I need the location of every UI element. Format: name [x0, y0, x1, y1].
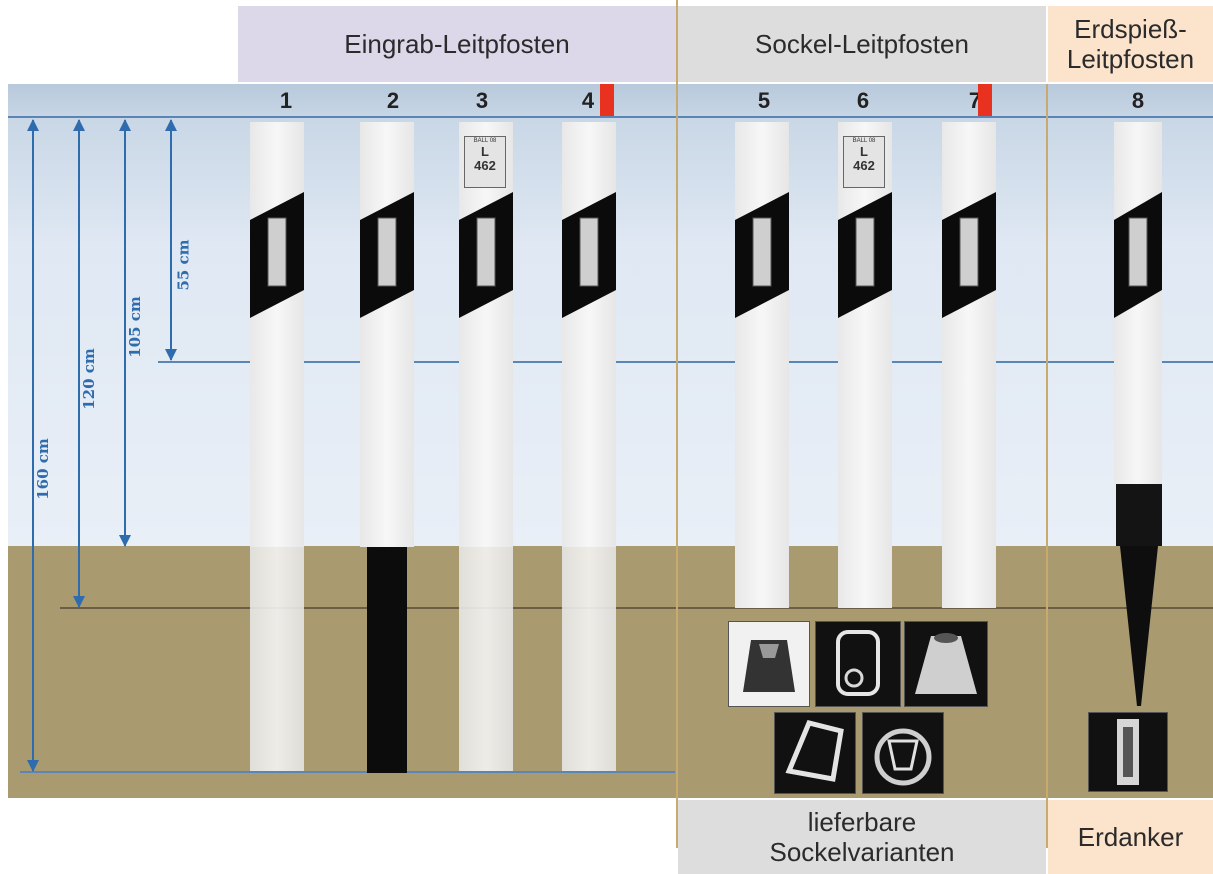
header-eingrab-leitpfosten: Eingrab-Leitpfosten	[238, 6, 676, 82]
header-sockel-label: Sockel-Leitpfosten	[755, 29, 969, 59]
dimension-120cm-arrow	[73, 119, 85, 608]
dimension-160cm-label: 160 cm	[33, 438, 52, 500]
dimension-105cm-arrow	[119, 119, 131, 547]
road-sign-letter: L	[860, 144, 868, 159]
ground-spike-socket	[1116, 484, 1162, 546]
dimension-160cm-arrow	[27, 119, 39, 772]
footer-erdanker: Erdanker	[1048, 800, 1213, 874]
post-number-8: 8	[1131, 88, 1145, 113]
road-sign-post-6: BALL 08 L 462	[843, 136, 885, 188]
dimension-105cm-label: 105 cm	[125, 296, 144, 358]
header-erdspiess-leitpfosten: Erdspieß- Leitpfosten	[1048, 6, 1213, 82]
post-4	[562, 122, 616, 547]
dimension-55cm-label: 55 cm	[174, 239, 193, 291]
post-4-underground	[562, 547, 616, 771]
post-number-6: 6	[856, 88, 870, 113]
socket-variant-thumbnail-2	[815, 621, 901, 707]
reflector-post-1	[250, 192, 304, 318]
ground-anchor-thumbnail	[1088, 712, 1168, 792]
post-number-3: 3	[475, 88, 489, 113]
post-number-2: 2	[386, 88, 400, 113]
bottom-reference-line	[20, 771, 675, 773]
footer-erdanker-label: Erdanker	[1077, 822, 1184, 852]
reflector-post-5	[735, 192, 789, 318]
header-erdspiess-label-2: Leitpfosten	[1066, 44, 1195, 74]
post-3-underground	[459, 547, 513, 771]
reflector-post-3	[459, 192, 513, 318]
divider-sockel-erdspiess	[1046, 84, 1048, 848]
header-eingrab-label: Eingrab-Leitpfosten	[344, 29, 570, 59]
dimension-120cm-label: 120 cm	[79, 348, 98, 410]
divider-eingrab-sockel	[676, 0, 678, 848]
road-sign-top-text: BALL 08	[473, 138, 497, 144]
footer-sockelvarianten-label-2: Sockelvarianten	[769, 837, 955, 867]
socket-variant-thumbnail-3	[904, 621, 988, 707]
header-sockel-leitpfosten: Sockel-Leitpfosten	[678, 6, 1046, 82]
post-1-underground	[250, 547, 304, 771]
post-number-5: 5	[757, 88, 771, 113]
post-number-4: 4	[581, 88, 595, 113]
header-erdspiess-label-1: Erdspieß-	[1074, 14, 1187, 44]
road-sign-post-3: BALL 08 L 462	[464, 136, 506, 188]
socket-variant-thumbnail-5	[862, 712, 944, 794]
dimension-55cm-arrow	[165, 119, 177, 361]
footer-sockelvarianten: lieferbare Sockelvarianten	[678, 800, 1046, 874]
road-sign-number: 462	[853, 158, 875, 173]
footer-sockelvarianten-label-1: lieferbare	[807, 807, 917, 837]
reflector-post-2	[360, 192, 414, 318]
post-2-underground	[367, 547, 407, 773]
road-sign-top-text: BALL 08	[852, 138, 876, 144]
post-1	[250, 122, 304, 547]
reflector-post-4	[562, 192, 616, 318]
reflector-post-6	[838, 192, 892, 318]
post-2	[360, 122, 414, 547]
road-sign-letter: L	[481, 144, 489, 159]
post-3	[459, 122, 513, 547]
socket-variant-thumbnail-1	[728, 621, 810, 707]
reflector-level-line	[158, 361, 1213, 363]
red-marker-post-4	[600, 84, 614, 116]
top-reference-line	[8, 116, 1213, 118]
reflector-post-8	[1114, 192, 1162, 318]
red-marker-post-7	[978, 84, 992, 116]
depth-120-line	[60, 607, 1213, 609]
socket-variant-thumbnail-4	[774, 712, 856, 794]
road-sign-number: 462	[474, 158, 496, 173]
post-number-1: 1	[279, 88, 293, 113]
ground-spike	[1120, 546, 1158, 706]
reflector-post-7	[942, 192, 996, 318]
